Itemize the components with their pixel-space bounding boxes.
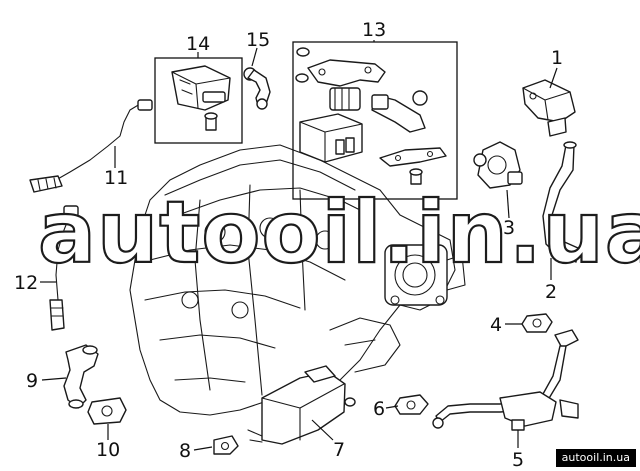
part-13-charcoal-canister bbox=[299, 113, 363, 163]
part-1-egr-valve bbox=[522, 79, 576, 137]
part-2-egr-pipe bbox=[542, 141, 579, 263]
callout-6: 6 bbox=[373, 398, 385, 420]
callout-3: 3 bbox=[503, 217, 515, 239]
site-watermark-badge: autooil.in.ua bbox=[555, 449, 636, 467]
callout-7: 7 bbox=[333, 439, 345, 461]
part-9-hose bbox=[63, 344, 99, 409]
throttle-body bbox=[384, 244, 466, 306]
callout-13: 13 bbox=[362, 19, 386, 41]
part-7-heat-shield bbox=[247, 365, 356, 445]
callout-12: 12 bbox=[14, 272, 38, 294]
part-3-valve bbox=[473, 141, 523, 189]
part-10-gasket bbox=[87, 397, 127, 425]
part-8-gasket bbox=[213, 435, 239, 455]
engine-block-outline bbox=[129, 144, 456, 416]
part-13-nut bbox=[409, 168, 423, 185]
callout-8: 8 bbox=[179, 440, 191, 462]
callout-9: 9 bbox=[26, 370, 38, 392]
part-11-oxygen-sensor bbox=[29, 99, 153, 193]
part-13-grommets bbox=[295, 47, 310, 83]
callout-leaders bbox=[40, 40, 558, 451]
part-14-bolt bbox=[204, 112, 218, 131]
callout-10: 10 bbox=[96, 439, 120, 461]
callout-14: 14 bbox=[186, 33, 210, 55]
callout-15: 15 bbox=[246, 29, 270, 51]
callout-5: 5 bbox=[512, 449, 524, 471]
part-13-vsv-valve bbox=[329, 87, 361, 111]
callout-labels: 1 2 3 4 5 6 7 8 9 10 11 12 13 14 15 bbox=[14, 19, 563, 471]
part-13-group bbox=[292, 41, 458, 200]
watermark-text: autooil.in.ua bbox=[38, 183, 640, 283]
part-5-pipe-assembly bbox=[432, 329, 579, 431]
part-15-hose bbox=[243, 67, 271, 110]
part-13-bracket-top bbox=[307, 59, 386, 87]
part-6-gasket bbox=[394, 394, 429, 415]
callout-11: 11 bbox=[104, 167, 128, 189]
part-13-bracket-bottom bbox=[379, 147, 447, 167]
part-13-frame bbox=[292, 41, 458, 200]
part-12-oxygen-sensor bbox=[49, 205, 79, 331]
part-13-sensor bbox=[371, 90, 428, 133]
callout-2: 2 bbox=[545, 281, 557, 303]
part-4-gasket bbox=[521, 313, 553, 333]
callout-4: 4 bbox=[490, 314, 502, 336]
part-14-group bbox=[154, 57, 243, 144]
callout-1: 1 bbox=[551, 47, 563, 69]
part-14-purge-valve bbox=[171, 65, 231, 111]
